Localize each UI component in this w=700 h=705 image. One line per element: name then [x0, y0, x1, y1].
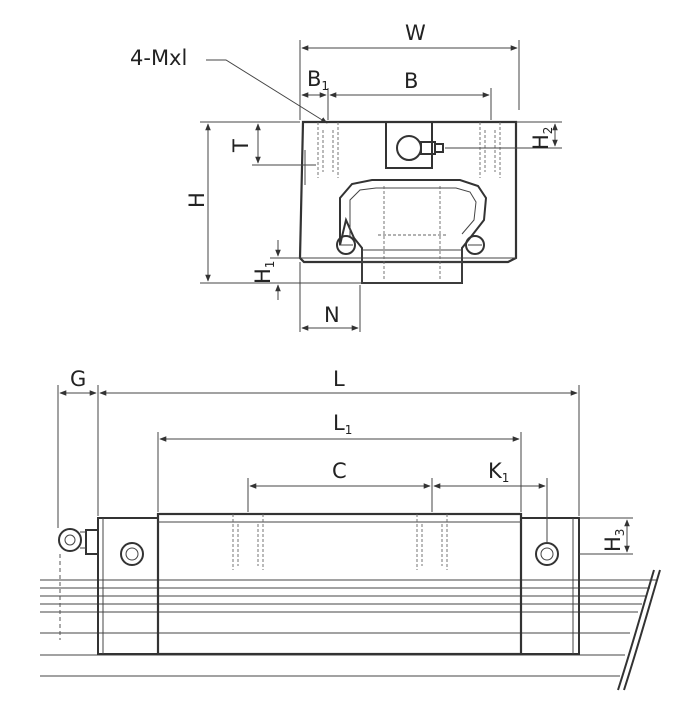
side-view-dimensions: G L L1 C K1 H3: [57, 367, 633, 555]
dim-W: W: [405, 21, 426, 45]
dim-T: T: [229, 139, 253, 153]
end-seal-left: [97, 517, 159, 655]
label-mounting-holes: 4-Mxl: [130, 46, 187, 70]
dim-H1: H1: [251, 261, 277, 284]
dim-H2: H2: [529, 127, 555, 150]
dim-B: B: [404, 69, 418, 93]
dim-L1: L1: [333, 411, 352, 437]
side-view: [40, 512, 661, 691]
rail-groove: [339, 179, 488, 284]
carriage-body: [156, 512, 523, 656]
dim-G: G: [70, 367, 86, 391]
dim-H3: H3: [601, 529, 627, 552]
dim-B1: B1: [307, 67, 329, 93]
dim-N: N: [324, 303, 340, 327]
grease-nipple-icon: [396, 135, 422, 161]
side-grease-nipple-icon: [58, 528, 99, 555]
end-screw-left-icon: [120, 542, 144, 566]
dim-C: C: [332, 459, 347, 483]
end-view-dimensions: W B1 B 4-Mxl T H H1 N H2: [130, 21, 562, 332]
dim-H: H: [185, 192, 209, 208]
screw-left-icon: [336, 235, 356, 255]
screw-right-icon: [465, 235, 485, 255]
dim-K1: K1: [488, 459, 509, 485]
end-seal-right: [520, 517, 580, 655]
dim-L: L: [333, 367, 345, 391]
end-view: [298, 120, 518, 284]
end-screw-right-icon: [535, 542, 559, 566]
